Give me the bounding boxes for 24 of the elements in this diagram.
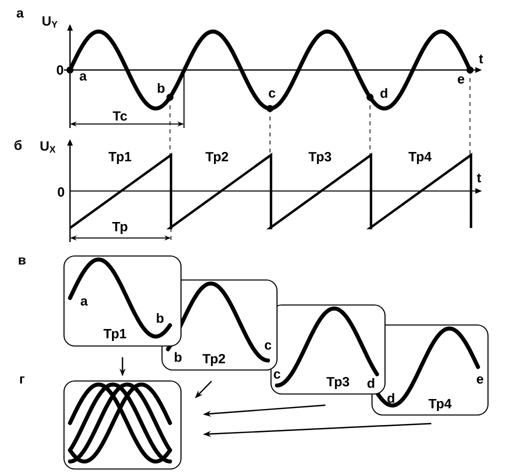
axis-label: г <box>20 376 24 384</box>
axis-label: б <box>14 140 22 150</box>
axis-label: Тр <box>112 222 128 234</box>
axis-label: U$_{X}$ <box>40 141 56 153</box>
axis-label: t <box>478 54 484 64</box>
axis-label: Тр4 <box>408 152 432 164</box>
axis-label: t <box>476 174 482 182</box>
axis-label: Тр1 <box>108 152 132 164</box>
screen-box <box>63 380 182 470</box>
axis-label: U$_{Y}$ <box>42 16 58 28</box>
axis-label: c <box>268 90 276 98</box>
axis-label: d <box>380 88 388 98</box>
axis-label: 0 <box>58 187 64 197</box>
screen-box: a b Тр1 <box>63 255 182 347</box>
axis-label: Тр3 <box>308 152 332 164</box>
axis-label: b <box>158 83 165 93</box>
axis-label: а <box>16 10 24 18</box>
axis-label: в <box>18 257 26 265</box>
axis-label: 0 <box>56 65 64 75</box>
axis-label: a <box>80 73 87 81</box>
axis-label: e <box>458 76 464 84</box>
screen-box: c Тр3 d <box>270 304 386 395</box>
axis-label: Тс <box>112 111 127 121</box>
axis-label: Тр2 <box>206 152 228 164</box>
